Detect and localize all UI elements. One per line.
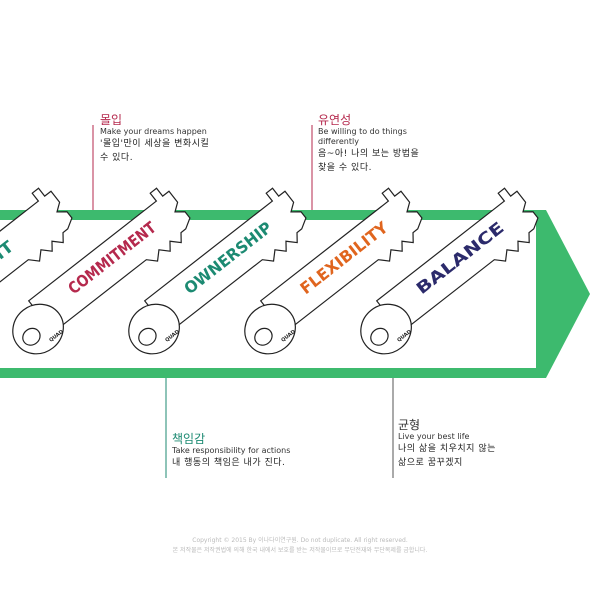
key-is-it: QUADIS IT [0, 187, 73, 334]
key-blade [375, 187, 539, 334]
callout-english-2: differently [318, 137, 359, 146]
callout-handwriting-1: '몰입'만이 세상을 변화시킬 [100, 139, 210, 149]
callout-english: Make your dreams happen [100, 127, 207, 136]
callout-title: 책임감 [172, 432, 206, 446]
key-blade [259, 187, 423, 334]
callout-flexibility: 유연성 Be willing to do things differently … [318, 113, 438, 175]
key-hole [138, 327, 157, 346]
key-blade [143, 187, 307, 334]
copyright-notice: 본 저작물은 저작권법에 의해 한국 내에서 보호를 받는 저작물이므로 무단전… [172, 547, 428, 554]
copyright-line: Copyright © 2015 By 이나다이연구원. Do not dupl… [192, 537, 408, 544]
key-hole [370, 327, 389, 346]
key-blade [0, 187, 73, 334]
callout-handwriting-1: 음~아! 나의 보는 방법을 [318, 149, 420, 159]
key-hole [254, 327, 273, 346]
callout-handwriting-1: 나의 삶을 치우치지 않는 [398, 444, 496, 454]
callout-balance: 균형 Live your best life 나의 삶을 치우치지 않는 삶으로… [398, 418, 498, 470]
callout-english: Live your best life [398, 432, 470, 441]
callout-handwriting-1: 내 행동의 책임은 내가 진다. [172, 458, 286, 468]
callout-handwriting-2: 수 있다. [100, 153, 134, 163]
callout-ownership: 책임감 Take responsibility for actions 내 행동… [172, 432, 292, 470]
callout-english: Take responsibility for actions [172, 446, 291, 455]
key-hole [22, 327, 41, 346]
callout-title: 균형 [398, 418, 421, 432]
callout-handwriting-2: 삶으로 꿈꾸겠지 [398, 458, 463, 468]
callout-title: 몰입 [100, 113, 123, 127]
callout-english-1: Be willing to do things [318, 127, 407, 136]
callout-commitment: 몰입 Make your dreams happen '몰입'만이 세상을 변화… [100, 113, 235, 165]
key-blade [27, 187, 191, 334]
callout-title: 유연성 [318, 113, 352, 127]
callout-handwriting-2: 찾을 수 있다. [318, 163, 372, 173]
